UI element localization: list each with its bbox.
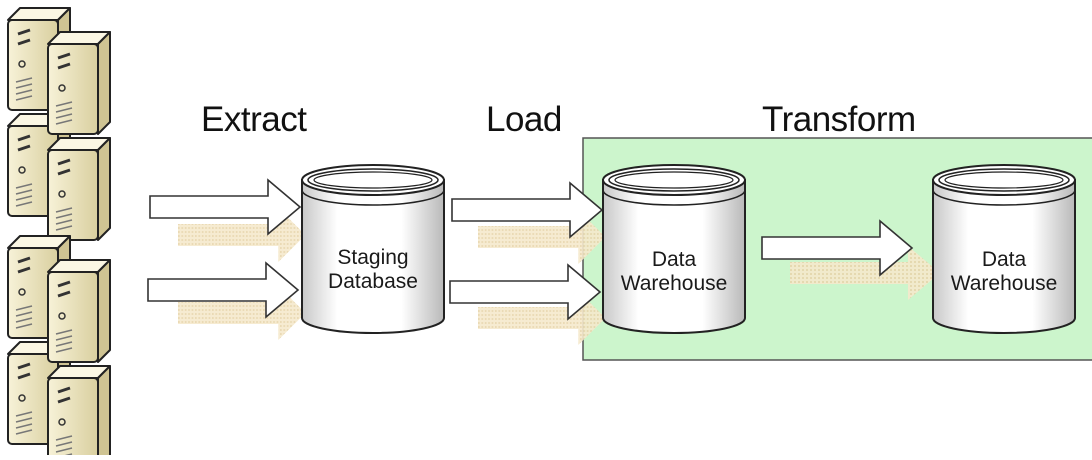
database-cylinder-icon bbox=[602, 164, 746, 334]
staging-database-line2: Database bbox=[328, 270, 418, 293]
database-cylinder-icon bbox=[301, 164, 445, 334]
database-cylinder-icon bbox=[932, 164, 1076, 334]
staging-database-label: Staging Database bbox=[303, 246, 443, 294]
data-warehouse-2 bbox=[932, 164, 1076, 334]
data-warehouse-1 bbox=[602, 164, 746, 334]
data-warehouse-2-line2: Warehouse bbox=[950, 272, 1058, 295]
staging-database bbox=[301, 164, 445, 334]
server-stack-icon bbox=[8, 8, 110, 240]
extract-label: Extract bbox=[201, 100, 307, 139]
data-warehouse-1-line1: Data bbox=[651, 248, 697, 271]
source-server-top bbox=[8, 8, 110, 240]
data-warehouse-2-label: Data Warehouse bbox=[934, 248, 1074, 296]
load-label: Load bbox=[486, 100, 562, 139]
staging-database-line1: Staging bbox=[337, 246, 409, 269]
data-warehouse-1-label: Data Warehouse bbox=[604, 248, 744, 296]
server-stack-icon bbox=[8, 236, 110, 455]
source-server-bottom bbox=[8, 236, 110, 455]
data-warehouse-1-line2: Warehouse bbox=[620, 272, 728, 295]
data-warehouse-2-line1: Data bbox=[981, 248, 1027, 271]
transform-label: Transform bbox=[762, 100, 916, 139]
